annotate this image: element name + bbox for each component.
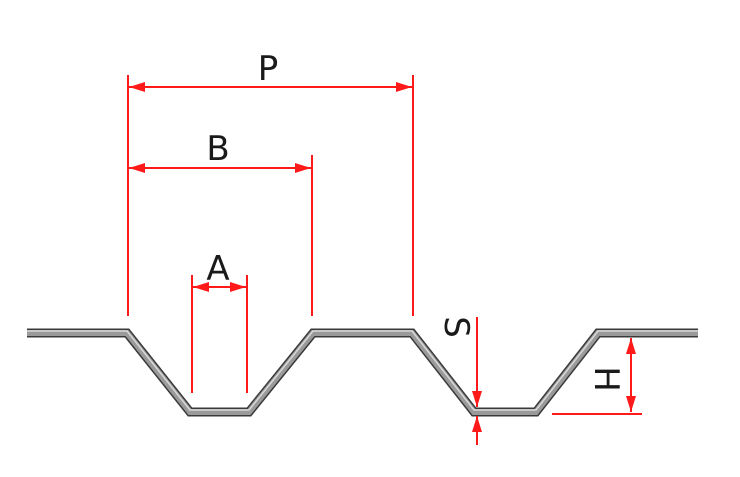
dimension-p: P — [127, 49, 414, 316]
dimension-a: A — [191, 249, 248, 393]
sheet-profile — [27, 328, 698, 417]
dimension-h: H — [552, 338, 642, 415]
label-p: P — [258, 49, 279, 89]
label-a: A — [206, 249, 229, 289]
label-s: S — [436, 316, 476, 338]
dimension-s: S — [436, 316, 482, 445]
label-b: B — [206, 129, 229, 169]
label-h: H — [586, 366, 626, 392]
dimension-b: B — [129, 129, 313, 316]
